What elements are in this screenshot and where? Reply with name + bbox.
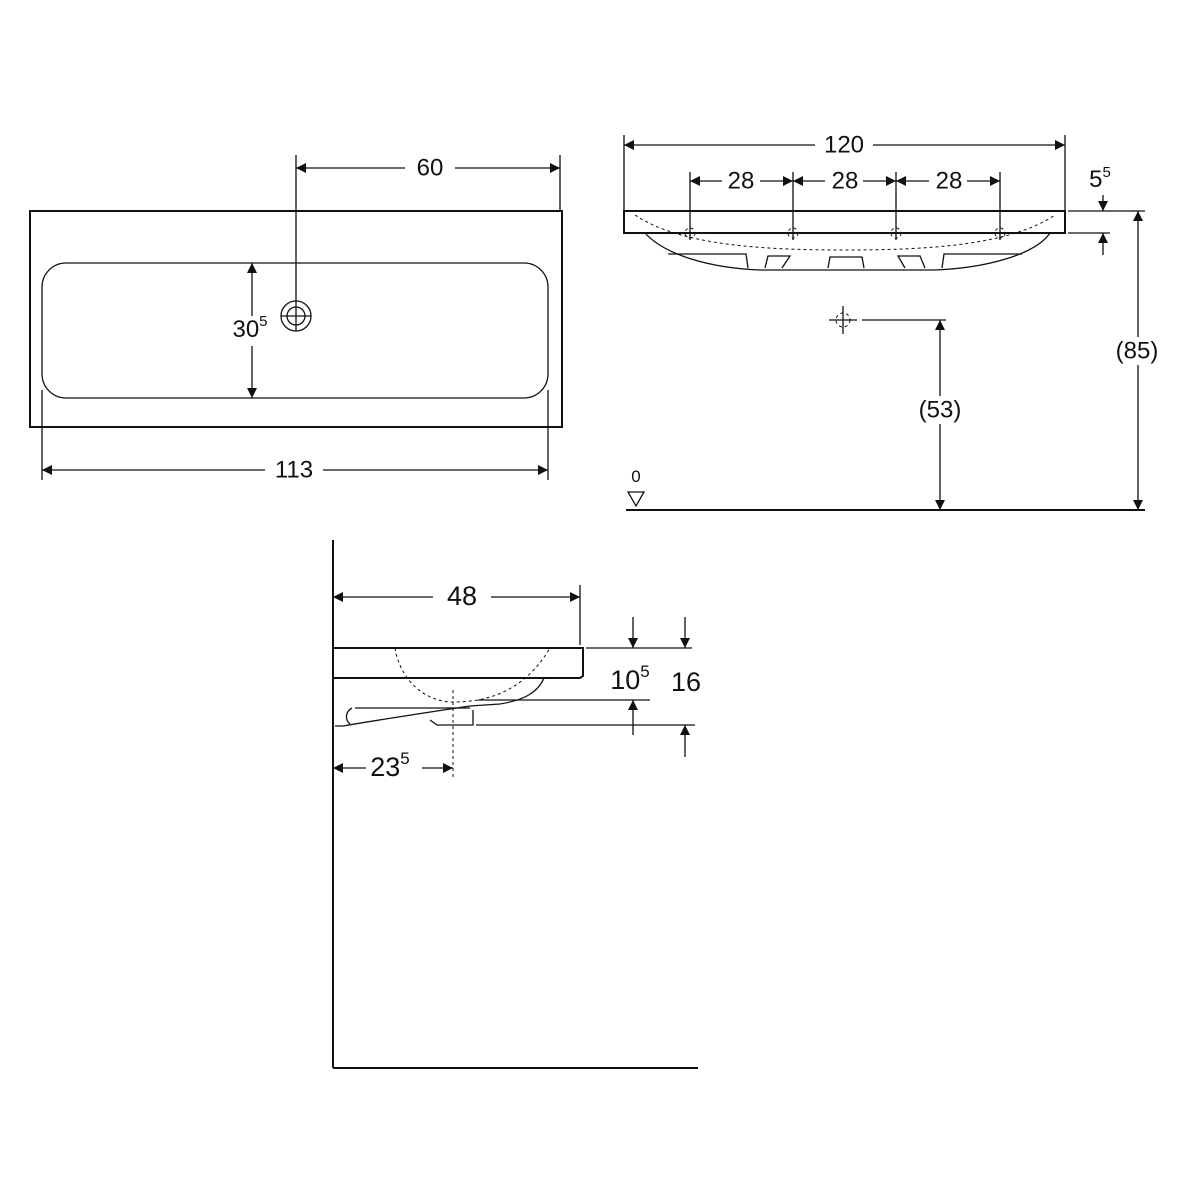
dimension-60-label: 60	[417, 154, 444, 181]
hole-spacing-label-3: 28	[936, 167, 963, 194]
bowl-underside	[644, 232, 1051, 271]
hole-spacing-label-2: 28	[832, 167, 859, 194]
side-view: 48 105 16 235	[332, 540, 701, 1069]
total-height-label: 16	[671, 667, 701, 697]
dimension-85-label: (85)	[1116, 337, 1159, 364]
top-view: 60 305 113	[29, 154, 563, 484]
bowl-height-label: 105	[610, 662, 650, 695]
rim-slab	[333, 647, 584, 679]
dimension-53-label: (53)	[919, 396, 962, 423]
front-view: 120 28 28 28 55 (53) (85)	[623, 131, 1166, 511]
dimension-120-label: 120	[824, 131, 864, 158]
level-triangle-icon	[626, 491, 646, 508]
bowl-outline	[41, 262, 549, 399]
rim-thickness-label: 55	[1089, 164, 1111, 193]
dimension-113-label: 113	[275, 456, 313, 483]
rim-slab	[623, 210, 1066, 234]
drain-distance-label: 235	[370, 749, 410, 782]
drain-center-icon	[829, 306, 857, 334]
hole-spacing-label-1: 28	[728, 167, 755, 194]
drain-icon	[280, 300, 312, 332]
dimension-48-label: 48	[447, 581, 477, 611]
dimension-bowl-depth-label: 305	[232, 313, 267, 343]
floor-level-label: 0	[631, 467, 640, 486]
